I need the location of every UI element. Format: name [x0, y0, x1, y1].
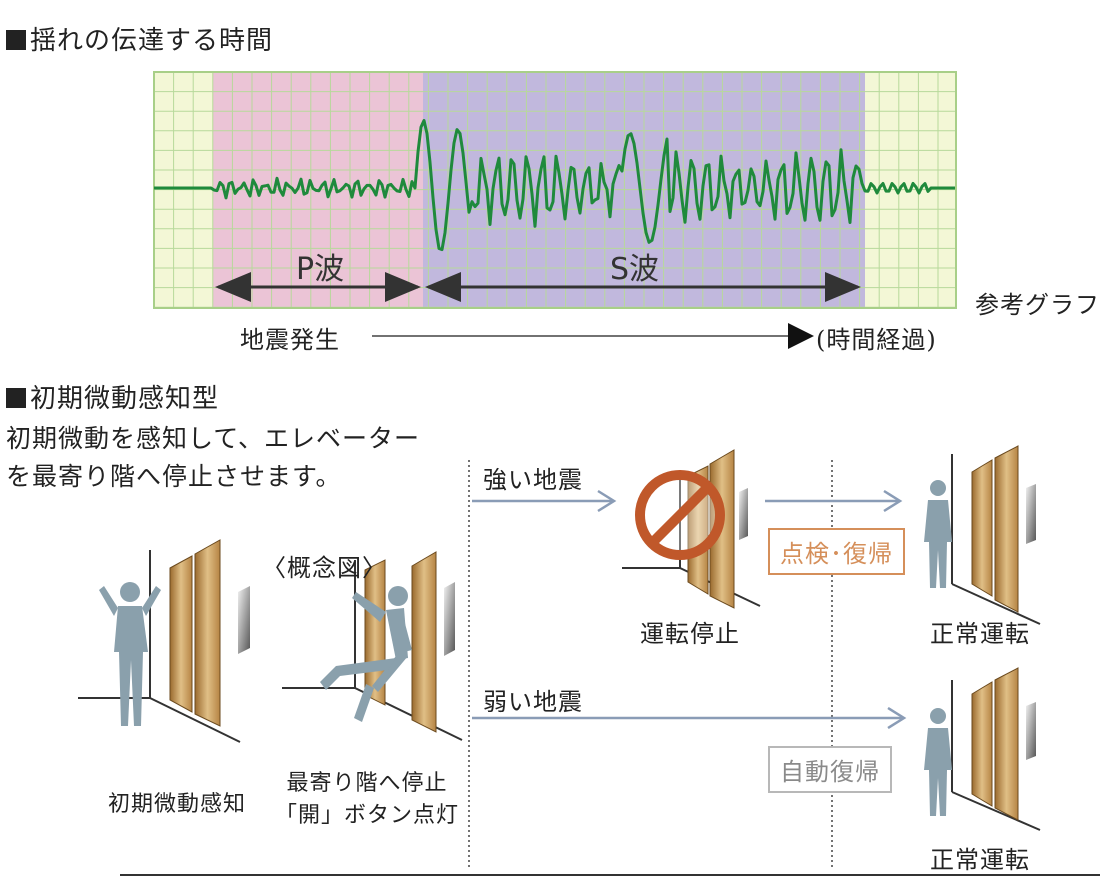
elevator-icon — [951, 667, 1041, 831]
weak-quake-arrowhead-icon — [887, 706, 907, 730]
square-bullet-icon — [6, 30, 26, 50]
inspect-restore-badge: 点検･復帰 — [768, 528, 905, 575]
weak-quake-label: 弱い地震 — [483, 688, 583, 716]
section-heading-shake: 揺れの伝達する時間 — [6, 20, 273, 57]
person-standing-icon — [924, 708, 952, 816]
timeline-start-label: 地震発生 — [240, 326, 340, 354]
stop-operation-label: 運転停止 — [640, 620, 740, 648]
normal-operation-label-bottom: 正常運転 — [930, 846, 1030, 874]
elevator-icon — [951, 445, 1041, 625]
description: 初期微動を感知して、エレベーター を最寄り階へ停止させます。 — [6, 424, 421, 491]
seismic-wave — [154, 119, 955, 252]
person-standing-icon — [924, 480, 952, 588]
timeline-arrowhead-icon — [788, 323, 814, 349]
concept-diagram — [78, 445, 1100, 876]
person-running-icon — [320, 586, 412, 722]
to-normal-arrowhead-top-icon — [883, 489, 903, 513]
person-raising-arms-icon — [99, 582, 161, 726]
graph-grid — [154, 72, 956, 308]
strong-quake-arrowhead-icon — [597, 489, 617, 513]
square-bullet-icon — [6, 388, 26, 408]
concept-label: 〈概念図〉 — [262, 554, 387, 582]
strong-quake-label: 強い地震 — [483, 466, 583, 494]
no-entry-sign-icon — [635, 470, 725, 560]
elevator-icon — [78, 539, 250, 743]
p-wave-label: P波 — [296, 252, 345, 287]
step-detect-label: 初期微動感知 — [107, 792, 246, 817]
normal-operation-label-top: 正常運転 — [930, 620, 1030, 648]
reference-graph-label: 参考グラフ — [975, 291, 1100, 319]
seismograph — [153, 71, 957, 349]
section-heading-detection: 初期微動感知型 — [6, 378, 219, 415]
s-wave-label: S波 — [610, 252, 660, 287]
auto-restore-badge: 自動復帰 — [768, 746, 892, 793]
timeline-end-label: (時間経過) — [816, 326, 937, 354]
step-stop-label: 最寄り階へ停止 「開」ボタン点灯 — [274, 771, 459, 828]
